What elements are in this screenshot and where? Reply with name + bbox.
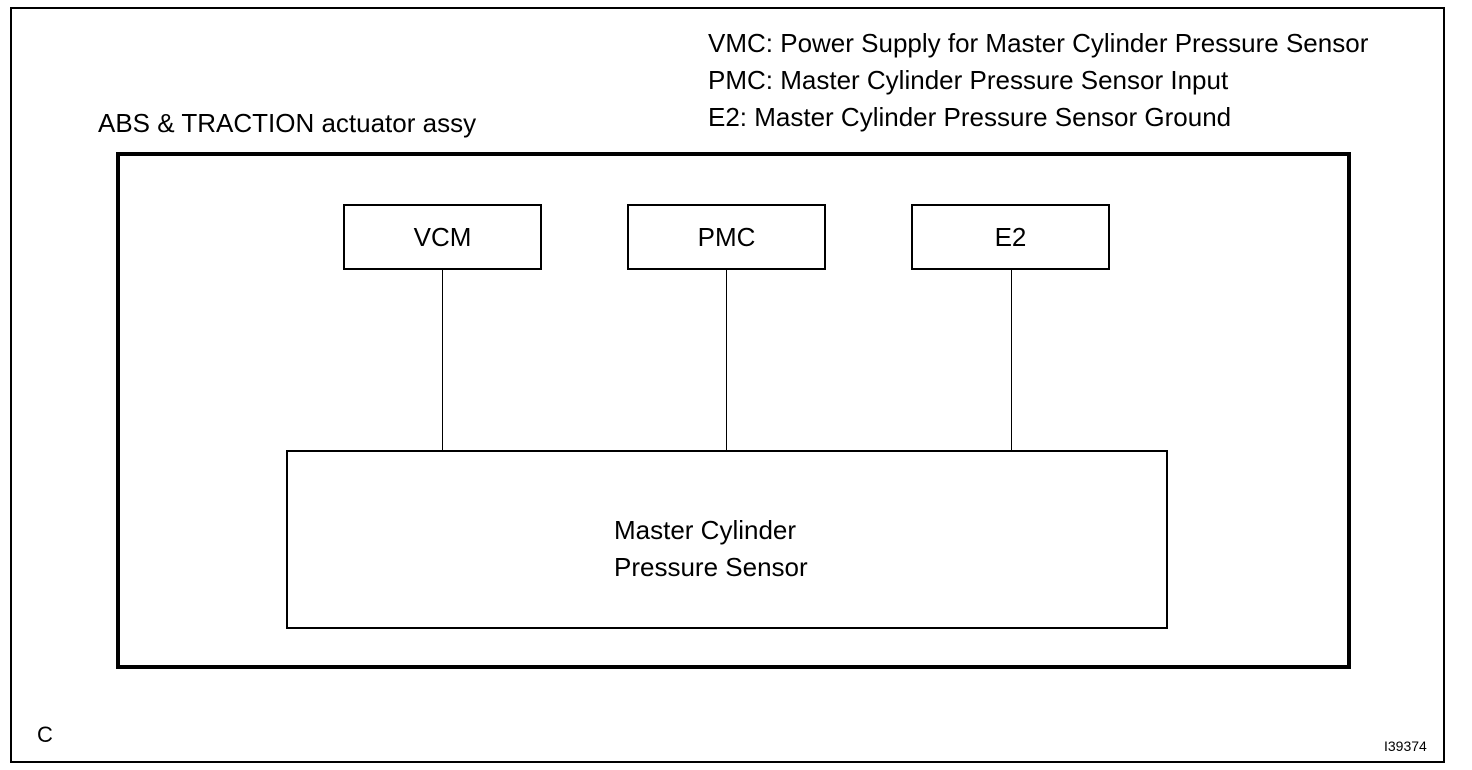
wire-vcm (442, 268, 443, 450)
master-cylinder-pressure-sensor-box: Master Cylinder Pressure Sensor (286, 450, 1168, 629)
assembly-label: ABS & TRACTION actuator assy (98, 108, 477, 138)
terminal-e2-label: E2 (994, 221, 1027, 252)
terminal-e2: E2 (911, 204, 1110, 270)
legend-line-vmc: VMC: Power Supply for Master Cylinder Pr… (708, 28, 1369, 58)
sensor-label: Master Cylinder Pressure Sensor (614, 512, 808, 586)
terminal-pmc-label: PMC (697, 221, 756, 252)
actuator-assembly-box (116, 152, 1351, 669)
legend-line-pmc: PMC: Master Cylinder Pressure Sensor Inp… (708, 65, 1229, 95)
terminal-pmc: PMC (627, 204, 826, 270)
legend: VMC: Power Supply for Master Cylinder Pr… (708, 25, 1368, 136)
sensor-label-line2: Pressure Sensor (614, 552, 808, 582)
wire-e2 (1011, 268, 1012, 450)
terminal-vcm-label: VCM (413, 221, 472, 252)
legend-line-e2: E2: Master Cylinder Pressure Sensor Grou… (708, 102, 1232, 132)
corner-label: C (37, 722, 53, 747)
diagram-frame (10, 7, 1445, 763)
figure-id: I39374 (1384, 738, 1427, 754)
sensor-label-line1: Master Cylinder (614, 515, 797, 545)
wire-pmc (726, 268, 727, 450)
terminal-vcm: VCM (343, 204, 542, 270)
